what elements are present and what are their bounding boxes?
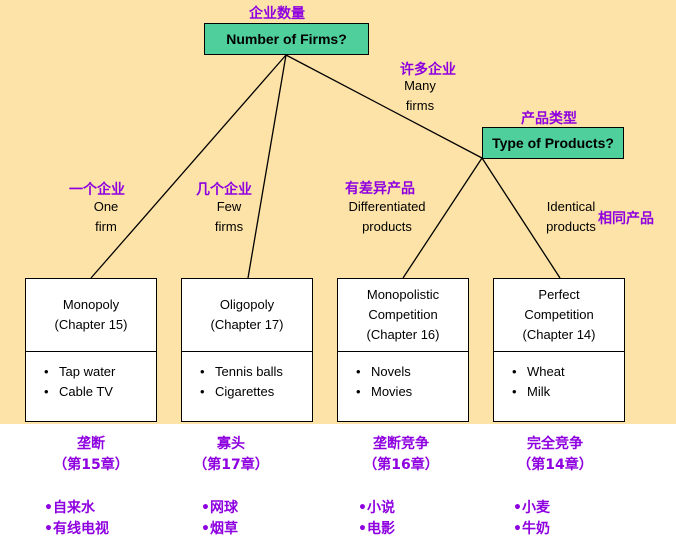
few-firms-label: Few firms [209, 197, 249, 237]
zh-list-item: •网球 [201, 500, 238, 516]
market-box-monopolistic-competition: Monopolistic Competition (Chapter 16) No… [337, 278, 469, 422]
example-list: Tap water Cable TV [26, 352, 156, 402]
zh-chapter: （第17章） [193, 457, 269, 473]
market-title-line: Competition [524, 307, 594, 322]
market-title-line: (Chapter 16) [366, 327, 440, 342]
list-item: Tap water [44, 362, 156, 382]
perfect-zh-examples: •小麦 •牛奶 [513, 498, 550, 540]
types-label-zh: 产品类型 [521, 111, 577, 127]
market-title-line: (Chapter 15) [54, 317, 128, 332]
market-title: Perfect Competition (Chapter 14) [494, 279, 624, 352]
list-item: Tennis balls [200, 362, 312, 382]
zh-market-name: 垄断竞争 [373, 436, 429, 452]
market-title: Monopolistic Competition (Chapter 16) [338, 279, 468, 352]
many-firms-line2: firms [405, 98, 435, 113]
market-box-oligopoly: Oligopoly (Chapter 17) Tennis balls Ciga… [181, 278, 313, 422]
monopoly-zh-examples: •自来水 •有线电视 [44, 498, 109, 540]
list-item: Cigarettes [200, 382, 312, 402]
example-list: Wheat Milk [494, 352, 624, 402]
edge-root-oligopoly [247, 54, 287, 279]
list-item: Movies [356, 382, 468, 402]
identical-line2: products [546, 219, 596, 234]
zh-market-name: 完全竞争 [527, 436, 583, 452]
differentiated-label-zh: 有差异产品 [345, 181, 415, 197]
market-title-line: Competition [368, 307, 438, 322]
monopoly-zh-caption: 垄断 （第15章） [25, 434, 157, 476]
monopolistic-zh-caption: 垄断竞争 （第16章） [337, 434, 465, 476]
list-item: Cable TV [44, 382, 156, 402]
identical-line1: Identical [546, 199, 596, 214]
identical-label: Identical products [540, 197, 602, 237]
market-title-line: Oligopoly [219, 297, 275, 312]
edge-types-perfect [481, 157, 561, 279]
one-firm-label: One firm [86, 197, 126, 237]
zh-chapter: （第14章） [517, 457, 593, 473]
list-item: Novels [356, 362, 468, 382]
edge-root-types [285, 54, 483, 159]
market-title: Oligopoly (Chapter 17) [182, 279, 312, 352]
one-firm-line1: One [93, 199, 119, 214]
market-box-monopoly: Monopoly (Chapter 15) Tap water Cable TV [25, 278, 157, 422]
market-title-line: Monopoly [62, 297, 120, 312]
market-title-line: Monopolistic [366, 287, 440, 302]
differentiated-line1: Differentiated [348, 199, 426, 214]
identical-label-zh: 相同产品 [598, 211, 654, 227]
market-title: Monopoly (Chapter 15) [26, 279, 156, 352]
market-box-perfect-competition: Perfect Competition (Chapter 14) Wheat M… [493, 278, 625, 422]
edge-types-monopolistic [402, 157, 483, 279]
zh-list-item: •有线电视 [44, 521, 109, 537]
zh-market-name: 寡头 [217, 436, 245, 452]
edge-root-monopoly [90, 54, 287, 279]
oligopoly-zh-caption: 寡头 （第17章） [181, 434, 281, 476]
zh-list-item: •电影 [358, 521, 395, 537]
example-list: Novels Movies [338, 352, 468, 402]
root-label-zh: 企业数量 [249, 6, 305, 22]
zh-list-item: •牛奶 [513, 521, 550, 537]
few-firms-line1: Few [216, 199, 242, 214]
differentiated-line2: products [362, 219, 412, 234]
differentiated-label: Differentiated products [342, 197, 432, 237]
zh-market-name: 垄断 [77, 436, 105, 452]
zh-list-item: •小说 [358, 500, 395, 516]
number-of-firms-box: Number of Firms? [204, 23, 369, 55]
monopolistic-zh-examples: •小说 •电影 [358, 498, 395, 540]
zh-list-item: •自来水 [44, 500, 95, 516]
market-title-line: Perfect [538, 287, 580, 302]
few-firms-line2: firms [214, 219, 244, 234]
oligopoly-zh-examples: •网球 •烟草 [201, 498, 238, 540]
example-list: Tennis balls Cigarettes [182, 352, 312, 402]
perfect-zh-caption: 完全竞争 （第14章） [493, 434, 617, 476]
few-firms-label-zh: 几个企业 [196, 182, 252, 198]
zh-chapter: （第16章） [363, 457, 439, 473]
zh-list-item: •小麦 [513, 500, 550, 516]
list-item: Wheat [512, 362, 624, 382]
type-of-products-box: Type of Products? [482, 127, 624, 159]
many-firms-label-zh: 许多企业 [400, 62, 456, 78]
list-item: Milk [512, 382, 624, 402]
connector-lines [90, 54, 561, 279]
market-title-line: (Chapter 14) [522, 327, 596, 342]
one-firm-label-zh: 一个企业 [69, 182, 125, 198]
zh-list-item: •烟草 [201, 521, 238, 537]
market-title-line: (Chapter 17) [210, 317, 284, 332]
many-firms-line1: Many [404, 78, 436, 93]
many-firms-label: Many firms [396, 76, 444, 116]
zh-chapter: （第15章） [53, 457, 129, 473]
one-firm-line2: firm [95, 219, 117, 234]
